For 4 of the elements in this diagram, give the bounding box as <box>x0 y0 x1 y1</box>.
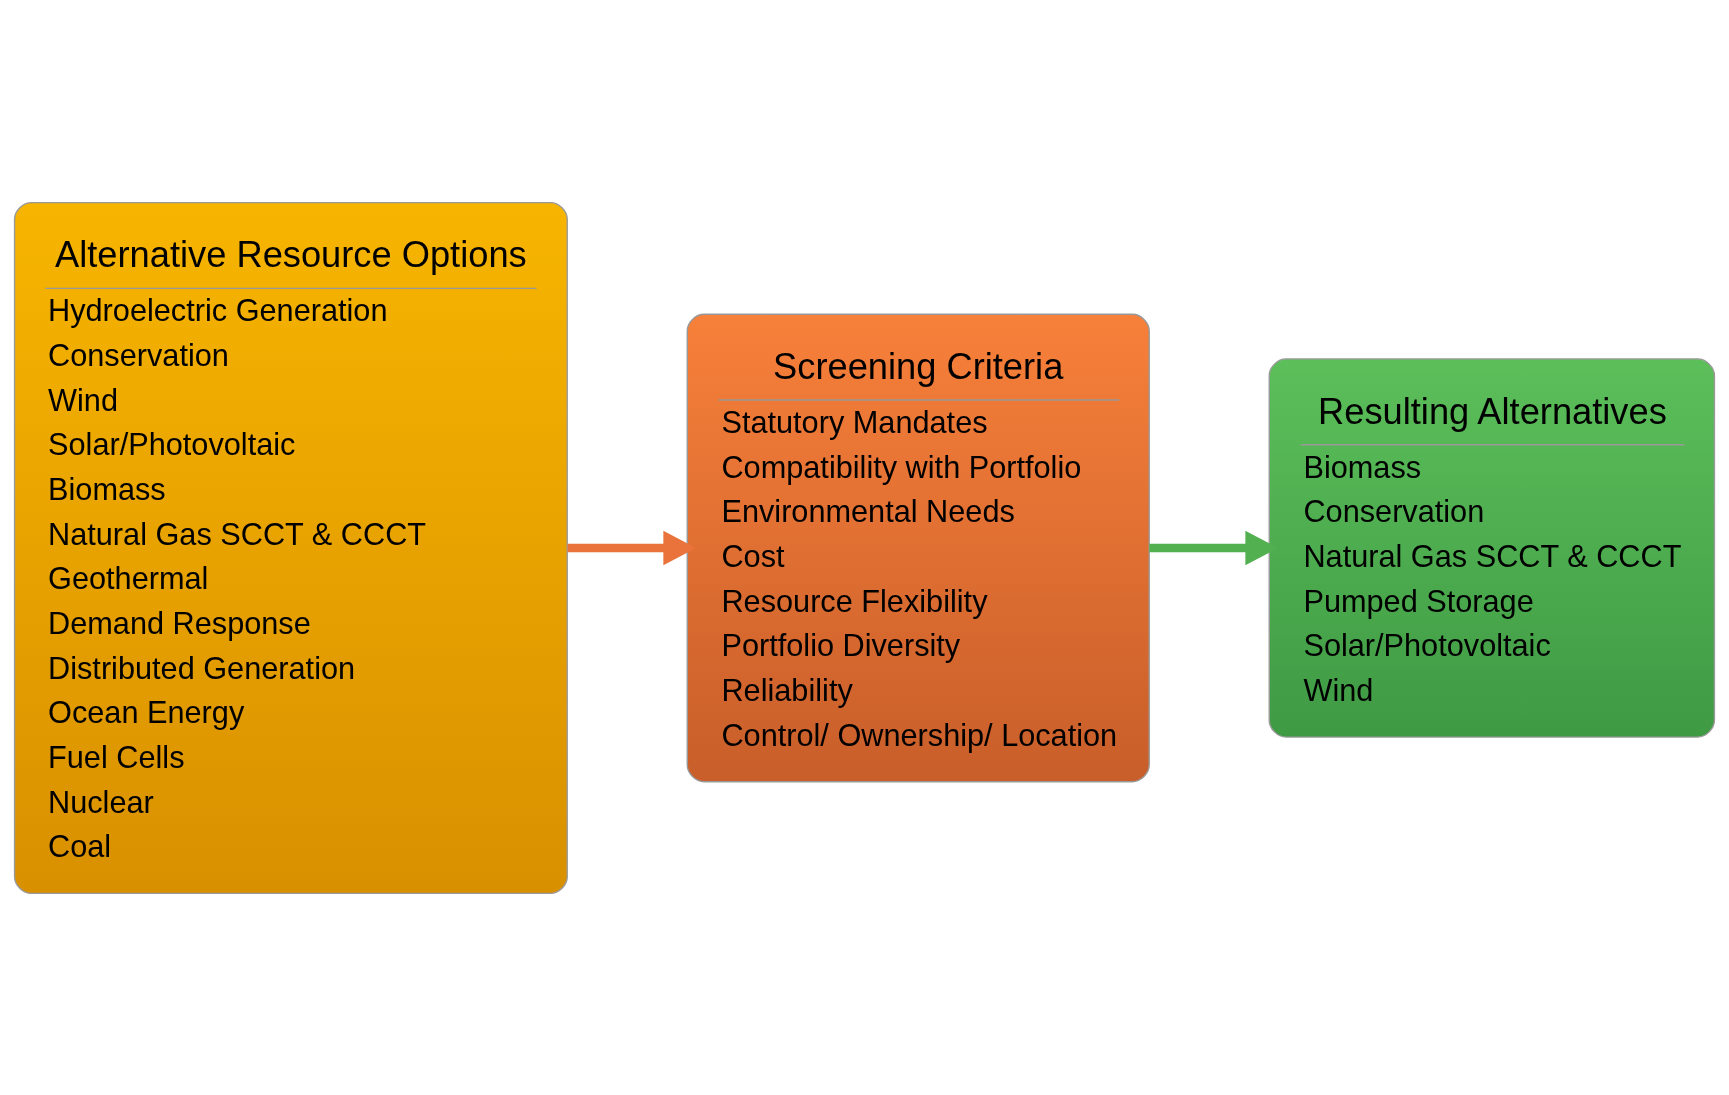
node-box: Screening Criteria Statutory Mandates Compatibility with Portfolio Environmental Needs Cost Resource Flexibility Portfolio Diversity Reliability Control/ Ownership/ Location <box>686 313 1150 782</box>
node-box: Alternative Resource Options Hydroelectric Generation Conservation Wind Solar/Photovoltaic Biomass Natural Gas SCCT & CCCT Geothermal Demand Response Distributed Generation Ocean Energy Fuel Cells Nuclear Coal <box>13 201 568 894</box>
arrow <box>567 530 697 565</box>
node-box: Resulting Alternatives Biomass Conservation Natural Gas SCCT & CCCT Pumped Storage Solar/Photovoltaic Wind <box>1268 357 1716 738</box>
